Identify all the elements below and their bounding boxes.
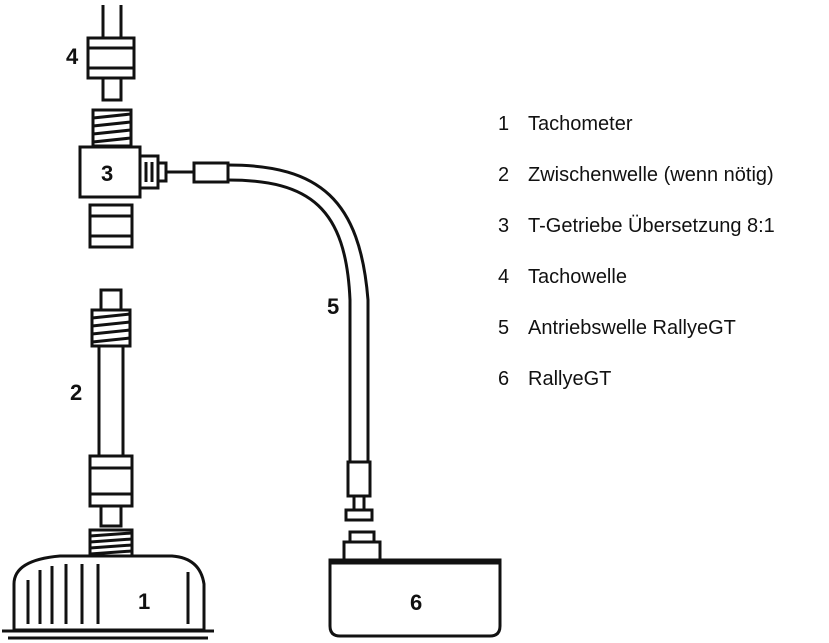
label-1: 1 (138, 589, 150, 614)
lower-sleeve (88, 203, 134, 312)
intermediate-shaft-part (88, 308, 134, 528)
label-5: 5 (327, 294, 339, 319)
rallyegt-part (328, 530, 502, 638)
t-gearbox-part (78, 145, 168, 199)
label-2: 2 (70, 380, 82, 405)
tacho-cable-part (86, 5, 136, 102)
label-3: 3 (101, 161, 113, 186)
upper-threaded-connector (91, 108, 133, 148)
label-4: 4 (66, 44, 79, 69)
label-6: 6 (410, 590, 422, 615)
tachometer-part (2, 528, 214, 640)
drive-cable-part (166, 161, 374, 522)
